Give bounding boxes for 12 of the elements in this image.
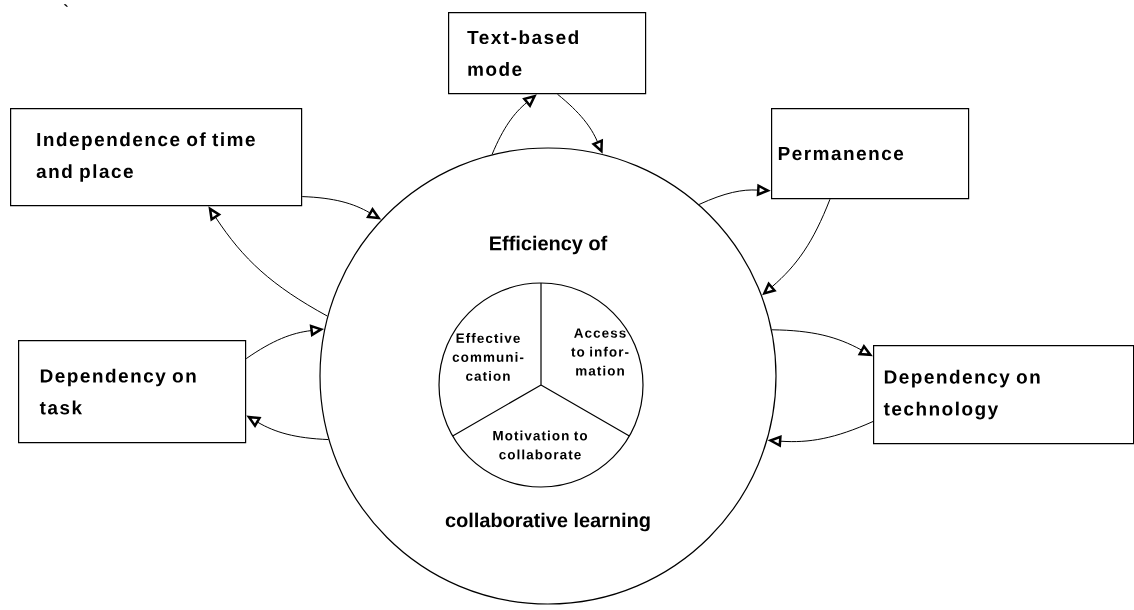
divided-circle xyxy=(438,282,644,488)
circle-heading: collaborative learning xyxy=(445,512,650,532)
factor-box: Dependency on technology xyxy=(873,345,1134,445)
circle-heading: Efficiency of xyxy=(490,235,608,255)
stray-mark: ` xyxy=(63,4,68,7)
sector-label: Effective communi- cation xyxy=(452,333,524,381)
sector-label: Access to infor- mation xyxy=(571,328,629,376)
factor-box: Permanence xyxy=(771,108,970,200)
factor-box: Text-based mode xyxy=(448,12,647,95)
factor-box: Independence of time and place xyxy=(10,108,303,207)
factor-box: Dependency on task xyxy=(18,340,247,444)
sector-label: Motivation to collaborate xyxy=(493,430,588,460)
